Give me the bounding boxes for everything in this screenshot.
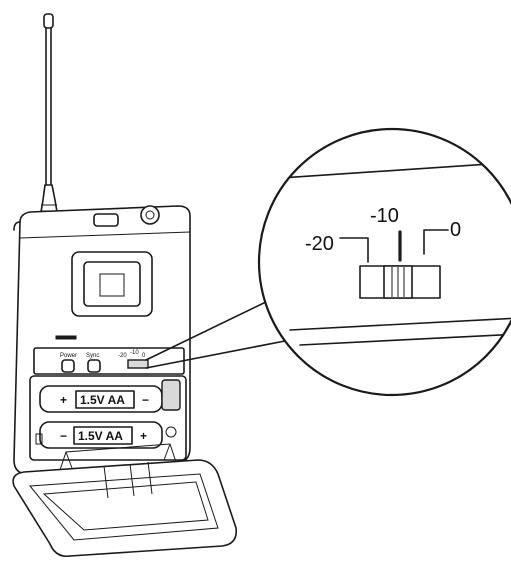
led-indicator [55, 335, 77, 340]
top-jack [93, 213, 119, 227]
battery-2: − 1.5V AA + [39, 421, 163, 449]
zoom-label-right: 0 [450, 219, 461, 241]
zoom-label-left: -20 [305, 233, 334, 255]
magnifier-outline [257, 127, 511, 397]
gain-switch-label-center: -10 [130, 350, 139, 356]
callout-lines [145, 299, 291, 369]
power-label: Power [60, 353, 77, 359]
gain-switch-label-right: 0 [142, 353, 146, 359]
battery-1-minus: − [142, 393, 149, 407]
battery-2-label: 1.5V AA [78, 429, 123, 443]
battery-1: + 1.5V AA − [39, 385, 163, 413]
battery-2-minus: − [60, 429, 67, 443]
battery-1-plus: + [60, 393, 67, 407]
gain-switch-label-left: -20 [118, 353, 127, 359]
mic-input-socket [140, 205, 160, 225]
tick-left [339, 237, 369, 263]
antenna [39, 13, 59, 219]
battery-door [12, 443, 238, 558]
zoom-label-center: -10 [370, 205, 399, 227]
display-window [55, 251, 153, 340]
battery-compartment: + 1.5V AA − − 1.5V AA + [29, 375, 187, 461]
gain-switch-small[interactable] [127, 359, 149, 369]
battery-1-label: 1.5V AA [80, 393, 125, 407]
magnified-view: -20 -10 0 [257, 127, 511, 397]
tick-right [423, 229, 449, 255]
sync-label: Sync [86, 353, 99, 359]
battery-2-plus: + [140, 429, 147, 443]
power-button[interactable] [61, 359, 75, 373]
sync-button[interactable] [87, 359, 101, 373]
